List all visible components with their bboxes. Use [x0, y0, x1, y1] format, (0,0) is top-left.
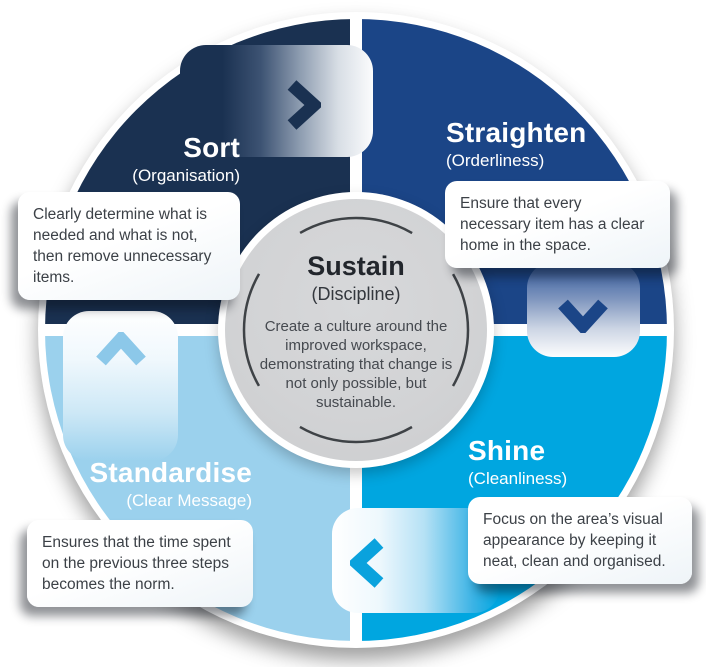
shine-subtitle: (Cleanliness): [468, 468, 568, 488]
chevron-right-icon: [287, 80, 321, 130]
standardise-title-group: Standardise (Clear Message): [89, 457, 252, 510]
straighten-title-group: Straighten (Orderliness): [446, 117, 587, 170]
arrow-button-standardise-to-sort[interactable]: [63, 311, 178, 461]
chevron-up-icon: [96, 332, 146, 366]
sort-title: Sort: [183, 132, 240, 163]
sustain-text-group: Sustain (Discipline) Create a culture ar…: [225, 199, 487, 461]
straighten-callout-text: Ensure that every necessary item has a c…: [460, 195, 645, 254]
sustain-title: Sustain: [307, 250, 405, 281]
sustain-subtitle: (Discipline): [311, 283, 401, 304]
shine-title: Shine: [468, 435, 546, 466]
sort-title-group: Sort (Organisation): [132, 132, 240, 185]
dashed-ring: [242, 216, 470, 444]
standardise-callout-text: Ensures that the time spent on the previ…: [42, 534, 231, 593]
arrow-button-straighten-to-shine[interactable]: [527, 262, 640, 357]
sustain-description: Create a culture around the improved wor…: [259, 317, 453, 411]
chevron-down-icon: [558, 299, 608, 333]
sustain-circle-fill: Sustain (Discipline) Create a culture ar…: [225, 199, 487, 461]
shine-title-group: Shine (Cleanliness): [468, 435, 568, 488]
sort-callout-text: Clearly determine what is needed and wha…: [33, 206, 212, 286]
sort-callout: Clearly determine what is needed and wha…: [18, 192, 240, 300]
straighten-title: Straighten: [446, 117, 587, 148]
straighten-callout: Ensure that every necessary item has a c…: [445, 181, 670, 268]
straighten-subtitle: (Orderliness): [446, 150, 545, 170]
standardise-callout: Ensures that the time spent on the previ…: [27, 520, 253, 607]
sort-subtitle: (Organisation): [132, 165, 240, 185]
shine-callout: Focus on the area’s visual appearance by…: [468, 497, 692, 584]
shine-callout-text: Focus on the area’s visual appearance by…: [483, 511, 666, 570]
standardise-subtitle: (Clear Message): [126, 490, 252, 510]
chevron-left-icon: [350, 538, 384, 588]
standardise-title: Standardise: [89, 457, 252, 488]
sustain-circle: Sustain (Discipline) Create a culture ar…: [218, 192, 494, 468]
arrow-button-sort-to-straighten[interactable]: [180, 45, 373, 157]
